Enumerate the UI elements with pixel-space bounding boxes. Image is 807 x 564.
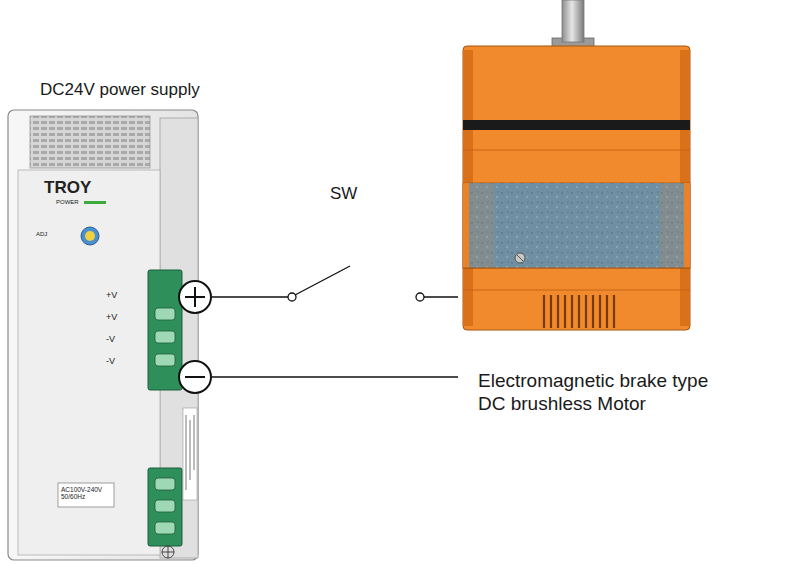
motor-label: Electromagnetic brake type DC brushless … (478, 370, 736, 416)
wire (212, 376, 458, 377)
terminal-label: +V (106, 290, 117, 300)
terminal-label: -V (106, 356, 115, 366)
wire (212, 296, 458, 297)
terminal-label: +V (106, 312, 117, 322)
switch-label: SW (328, 184, 359, 204)
motor-drawing (463, 0, 690, 330)
knob-label: ADJ (36, 231, 47, 238)
brand-logo: TROY (44, 178, 91, 198)
terminal-label: -V (106, 334, 115, 344)
switch-symbol (288, 266, 424, 301)
input-rating-label: AC100V-240V 50/60Hz (61, 486, 111, 501)
power-supply-label: DC24V power supply (40, 80, 210, 100)
indicator-label: POWER (56, 199, 79, 206)
power-supply-drawing (8, 110, 211, 560)
motor-node: Electromagnetic brake type DC brushless … (458, 0, 803, 420)
